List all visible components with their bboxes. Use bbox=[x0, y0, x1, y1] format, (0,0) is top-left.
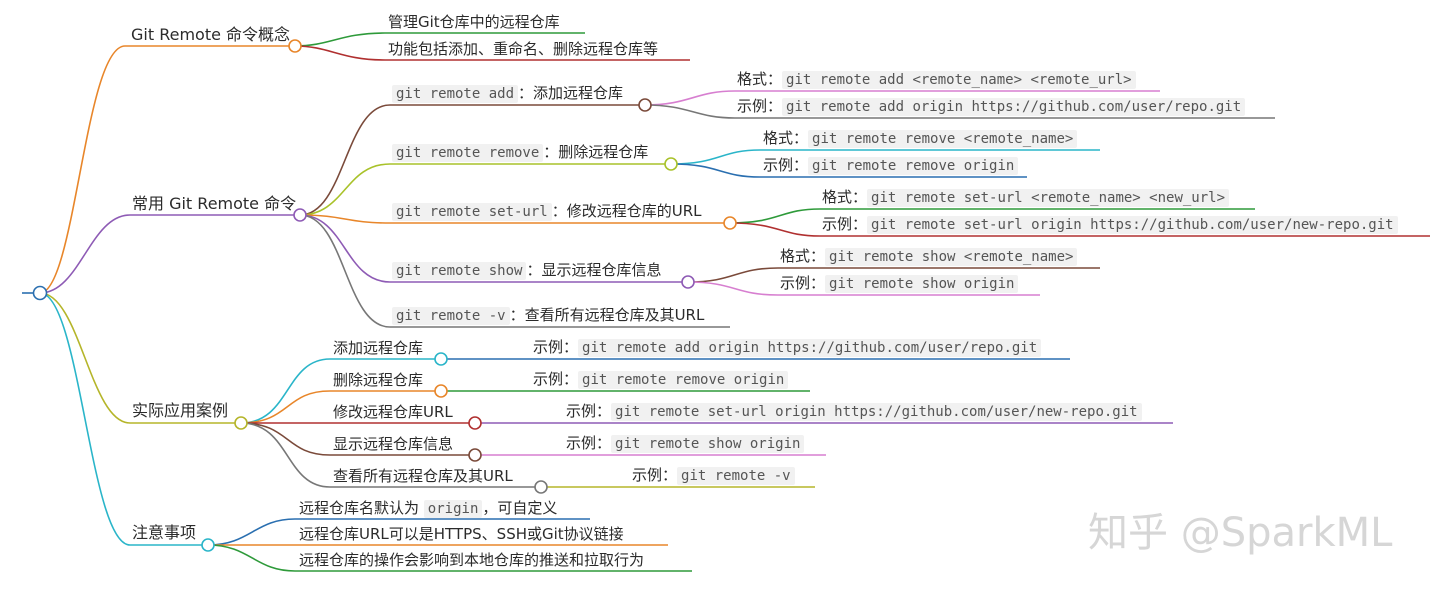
remove-example-label: 示例： bbox=[763, 156, 809, 174]
command-show-code: git remote show bbox=[392, 262, 527, 280]
practice-show-example-label: 示例： bbox=[566, 434, 612, 452]
add-format: 格式：git remote add <remote_name> <remote_… bbox=[737, 69, 1136, 90]
practice-add-example-label: 示例： bbox=[533, 338, 579, 356]
command-v-desc: ：查看所有远程仓库及其URL bbox=[509, 306, 705, 324]
command-add-desc: ：添加远程仓库 bbox=[518, 84, 624, 102]
practice-seturl-example-code: git remote set-url origin https://github… bbox=[611, 403, 1142, 421]
add-example-code: git remote add origin https://github.com… bbox=[782, 98, 1246, 116]
node-cmd-add bbox=[638, 98, 652, 112]
show-example: 示例：git remote show origin bbox=[780, 273, 1019, 294]
command-remove-desc: ：删除远程仓库 bbox=[543, 143, 649, 161]
seturl-example: 示例：git remote set-url origin https://git… bbox=[822, 214, 1398, 235]
practice-remove-example-label: 示例： bbox=[533, 370, 579, 388]
practice-seturl-example: 示例：git remote set-url origin https://git… bbox=[566, 401, 1142, 422]
root-node bbox=[32, 285, 48, 301]
practice-add-example: 示例：git remote add origin https://github.… bbox=[533, 337, 1042, 358]
practice-remove-example: 示例：git remote remove origin bbox=[533, 369, 789, 390]
add-format-label: 格式： bbox=[737, 70, 783, 88]
command-v-code: git remote -v bbox=[392, 307, 510, 325]
practice-add-label: 添加远程仓库 bbox=[333, 339, 424, 357]
practice-v-example-code: git remote -v bbox=[677, 467, 795, 485]
practice-remove-label: 删除远程仓库 bbox=[333, 371, 424, 389]
seturl-example-code: git remote set-url origin https://github… bbox=[867, 216, 1398, 234]
node-common bbox=[293, 208, 307, 222]
show-example-label: 示例： bbox=[780, 274, 826, 292]
node-cmd-remove bbox=[664, 157, 678, 171]
practice-v-example: 示例：git remote -v bbox=[632, 465, 795, 486]
concept-item-manage: 管理Git仓库中的远程仓库 bbox=[388, 13, 560, 31]
note-default-name-a: 远程仓库名默认为 bbox=[299, 499, 420, 517]
practice-seturl-label: 修改远程仓库URL bbox=[333, 403, 453, 421]
command-seturl-code: git remote set-url bbox=[392, 203, 552, 221]
node-concept bbox=[288, 39, 302, 53]
node-cmd-show bbox=[681, 275, 695, 289]
practice-show-label: 显示远程仓库信息 bbox=[333, 435, 454, 453]
node-practice-add bbox=[434, 352, 448, 366]
note-default-name: 远程仓库名默认为 origin，可自定义 bbox=[299, 498, 557, 519]
command-add: git remote add：添加远程仓库 bbox=[392, 83, 623, 104]
add-example: 示例：git remote add origin https://github.… bbox=[737, 96, 1246, 117]
remove-example: 示例：git remote remove origin bbox=[763, 155, 1019, 176]
show-example-code: git remote show origin bbox=[825, 275, 1019, 293]
category-concept: Git Remote 命令概念 bbox=[131, 25, 291, 44]
command-seturl: git remote set-url：修改远程仓库的URL bbox=[392, 201, 701, 222]
note-url-protocols: 远程仓库URL可以是HTTPS、SSH或Git协议链接 bbox=[299, 525, 624, 543]
remove-example-code: git remote remove origin bbox=[808, 157, 1019, 175]
node-practice-show bbox=[468, 448, 482, 462]
watermark: 知乎 @SparkML bbox=[1088, 510, 1393, 556]
practice-show-example: 示例：git remote show origin bbox=[566, 433, 805, 454]
remove-format: 格式：git remote remove <remote_name> bbox=[763, 128, 1078, 149]
node-practice-remove bbox=[434, 384, 448, 398]
show-format-label: 格式： bbox=[780, 247, 826, 265]
command-show-desc: ：显示远程仓库信息 bbox=[526, 261, 662, 279]
note-push-pull: 远程仓库的操作会影响到本地仓库的推送和拉取行为 bbox=[299, 551, 645, 569]
node-practice-v bbox=[534, 480, 548, 494]
note-default-name-code: origin bbox=[423, 500, 483, 518]
node-practice bbox=[234, 416, 248, 430]
concept-item-features: 功能包括添加、重命名、删除远程仓库等 bbox=[388, 40, 659, 58]
seturl-format-label: 格式： bbox=[822, 188, 868, 206]
node-notes bbox=[201, 538, 215, 552]
practice-v-example-label: 示例： bbox=[632, 466, 678, 484]
add-format-code: git remote add <remote_name> <remote_url… bbox=[782, 71, 1136, 89]
practice-v-label: 查看所有远程仓库及其URL bbox=[333, 467, 513, 485]
practice-add-example-code: git remote add origin https://github.com… bbox=[578, 339, 1042, 357]
category-practice: 实际应用案例 bbox=[132, 401, 229, 420]
seturl-format: 格式：git remote set-url <remote_name> <new… bbox=[822, 187, 1230, 208]
node-practice-seturl bbox=[468, 416, 482, 430]
command-remove-code: git remote remove bbox=[392, 144, 544, 162]
command-v: git remote -v：查看所有远程仓库及其URL bbox=[392, 305, 704, 326]
node-cmd-seturl bbox=[723, 216, 737, 230]
category-notes: 注意事项 bbox=[132, 523, 197, 542]
seturl-format-code: git remote set-url <remote_name> <new_ur… bbox=[867, 189, 1230, 207]
practice-show-example-code: git remote show origin bbox=[611, 435, 805, 453]
command-remove: git remote remove：删除远程仓库 bbox=[392, 142, 648, 163]
seturl-example-label: 示例： bbox=[822, 215, 868, 233]
show-format-code: git remote show <remote_name> bbox=[825, 248, 1078, 266]
add-example-label: 示例： bbox=[737, 97, 783, 115]
command-seturl-desc: ：修改远程仓库的URL bbox=[551, 202, 702, 220]
note-default-name-b: ，可自定义 bbox=[482, 499, 558, 517]
practice-remove-example-code: git remote remove origin bbox=[578, 371, 789, 389]
command-add-code: git remote add bbox=[392, 85, 519, 103]
remove-format-code: git remote remove <remote_name> bbox=[808, 130, 1078, 148]
command-show: git remote show：显示远程仓库信息 bbox=[392, 260, 661, 281]
practice-seturl-example-label: 示例： bbox=[566, 402, 612, 420]
show-format: 格式：git remote show <remote_name> bbox=[780, 246, 1078, 267]
category-common-commands: 常用 Git Remote 命令 bbox=[132, 194, 297, 213]
remove-format-label: 格式： bbox=[763, 129, 809, 147]
